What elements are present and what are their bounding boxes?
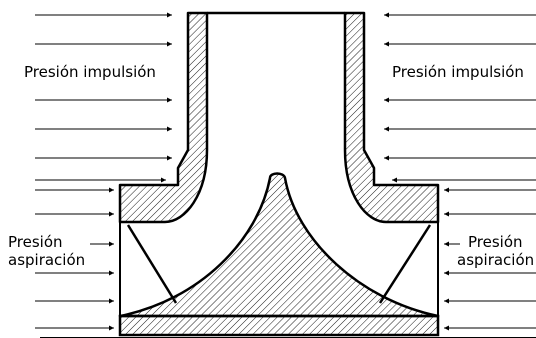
left-discharge-arrows <box>35 12 172 183</box>
impeller-hub <box>118 172 440 318</box>
blade-left <box>126 224 178 304</box>
discharge-pressure-label-left: Presión impulsión <box>22 63 158 82</box>
blade-right <box>378 224 432 304</box>
left-suction-arrows <box>35 187 114 331</box>
back-plate <box>118 314 440 337</box>
right-discharge-arrows <box>384 12 536 183</box>
right-shroud <box>343 11 440 224</box>
suction-pressure-label-right-line2: aspiración <box>455 251 536 269</box>
right-suction-arrows <box>444 187 536 331</box>
suction-pressure-label-left-line1: Presión <box>6 233 65 251</box>
left-shroud <box>118 11 209 224</box>
suction-pressure-label-left-line2: aspiración <box>6 251 88 269</box>
discharge-pressure-label-right: Presión impulsión <box>390 63 526 82</box>
suction-pressure-label-right-line1: Presión <box>466 233 525 251</box>
